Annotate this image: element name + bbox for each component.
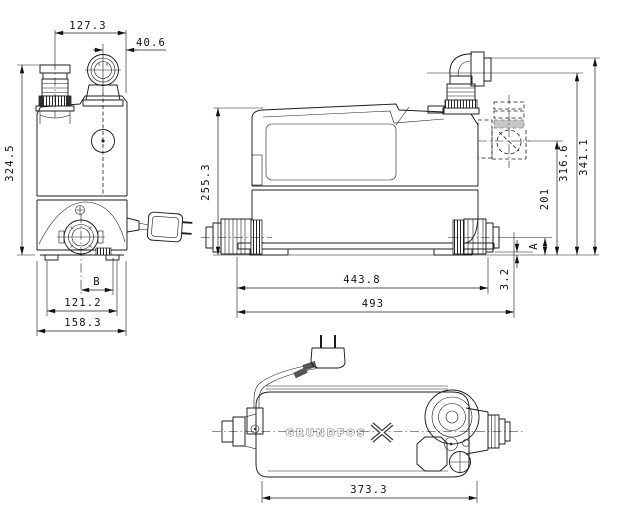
side-overall-height-label: 341.1 xyxy=(578,138,590,176)
side-floor-clearance-label: 3.2 xyxy=(499,268,511,291)
front-vent-offset-label: 40.6 xyxy=(136,37,166,49)
side-left-foot xyxy=(249,248,289,256)
brand-logo: GRUNDFOS xyxy=(286,428,367,439)
side-base-plate xyxy=(237,242,495,250)
side-base-body xyxy=(251,190,479,244)
side-dimensions: 255.3 341.1 316.6 201 A 3.2 xyxy=(200,57,600,318)
front-tank-joint-band xyxy=(37,195,127,201)
side-inlet-height-label: 201 xyxy=(539,188,551,211)
top-screw-small xyxy=(462,439,470,447)
top-recess xyxy=(416,436,448,472)
side-view xyxy=(201,51,599,256)
brand-x-mark xyxy=(370,422,394,443)
side-access-panel xyxy=(265,123,397,181)
front-top-width-label: 127.3 xyxy=(69,20,107,32)
dim-side-tank-height: 255.3 xyxy=(200,107,263,256)
top-length-label: 373.3 xyxy=(350,484,388,496)
dim-side-inlet-height: 201 xyxy=(526,140,563,256)
front-left-foot xyxy=(44,254,59,261)
dim-front-vent-offset: 40.6 xyxy=(93,37,166,53)
dim-side-outlet-height: 316.6 xyxy=(427,72,583,256)
dim-front-overall-width: 158.3 xyxy=(36,261,127,336)
dim-side-base-length: 443.8 xyxy=(236,257,489,318)
side-right-coupling xyxy=(452,218,500,255)
screw-cross xyxy=(75,205,85,215)
front-base-arch xyxy=(38,201,126,245)
top-screw-large xyxy=(444,437,458,451)
discharge-elbow-assembly xyxy=(427,51,492,115)
top-body-outline xyxy=(255,391,470,478)
front-height-label: 324.5 xyxy=(4,144,16,182)
front-view xyxy=(35,44,193,294)
front-tank-outline xyxy=(36,95,128,196)
side-discharge-height-label: A xyxy=(528,242,540,250)
front-overall-width-label: 158.3 xyxy=(64,317,102,329)
cable-gland xyxy=(246,407,264,435)
front-base-outline xyxy=(36,200,128,256)
power-plug xyxy=(126,211,193,243)
side-left-coupling xyxy=(205,218,263,255)
dim-side-overall-length: 493 xyxy=(236,232,515,318)
side-tank-right xyxy=(470,113,479,186)
dim-front-port-offset: B xyxy=(80,258,114,295)
front-dimensions: 127.3 40.6 324.5 B 121.2 158.3 xyxy=(4,20,166,336)
side-hidden-inlet xyxy=(477,95,530,168)
top-left-coupling xyxy=(221,413,257,450)
dim-front-height: 324.5 xyxy=(4,64,40,256)
top-view: GRUNDFOS xyxy=(212,335,523,478)
dim-side-discharge-height: A xyxy=(505,237,552,256)
side-tank-height-label: 255.3 xyxy=(200,163,212,201)
side-outlet-height-label: 316.6 xyxy=(558,144,570,182)
top-discharge-assembly xyxy=(424,389,511,455)
dim-side-overall-height: 341.1 xyxy=(489,57,600,256)
side-joint-band xyxy=(252,185,478,191)
front-port-offset-label: B xyxy=(93,276,101,288)
side-tank-top xyxy=(251,103,445,186)
front-right-foot xyxy=(105,254,120,261)
dim-top-length: 373.3 xyxy=(261,481,478,503)
mains-plug xyxy=(310,335,346,369)
gland-screw xyxy=(250,424,260,434)
front-foot-spacing-label: 121.2 xyxy=(64,297,102,309)
side-left-bracket xyxy=(251,154,263,186)
front-drain-detail xyxy=(95,247,112,256)
side-base-length-label: 443.8 xyxy=(343,274,381,286)
cable-grip xyxy=(293,367,308,379)
power-cable xyxy=(253,360,320,408)
side-overall-length-label: 493 xyxy=(362,298,385,310)
cable-grip xyxy=(302,360,317,371)
top-dimensions: 373.3 xyxy=(261,481,478,503)
dim-front-foot-spacing: 121.2 xyxy=(46,261,118,316)
side-lid-lines xyxy=(262,106,445,126)
top-body-detail-lines xyxy=(266,385,448,472)
top-vent-port xyxy=(449,451,471,473)
dim-front-top-width: 127.3 xyxy=(54,20,127,93)
